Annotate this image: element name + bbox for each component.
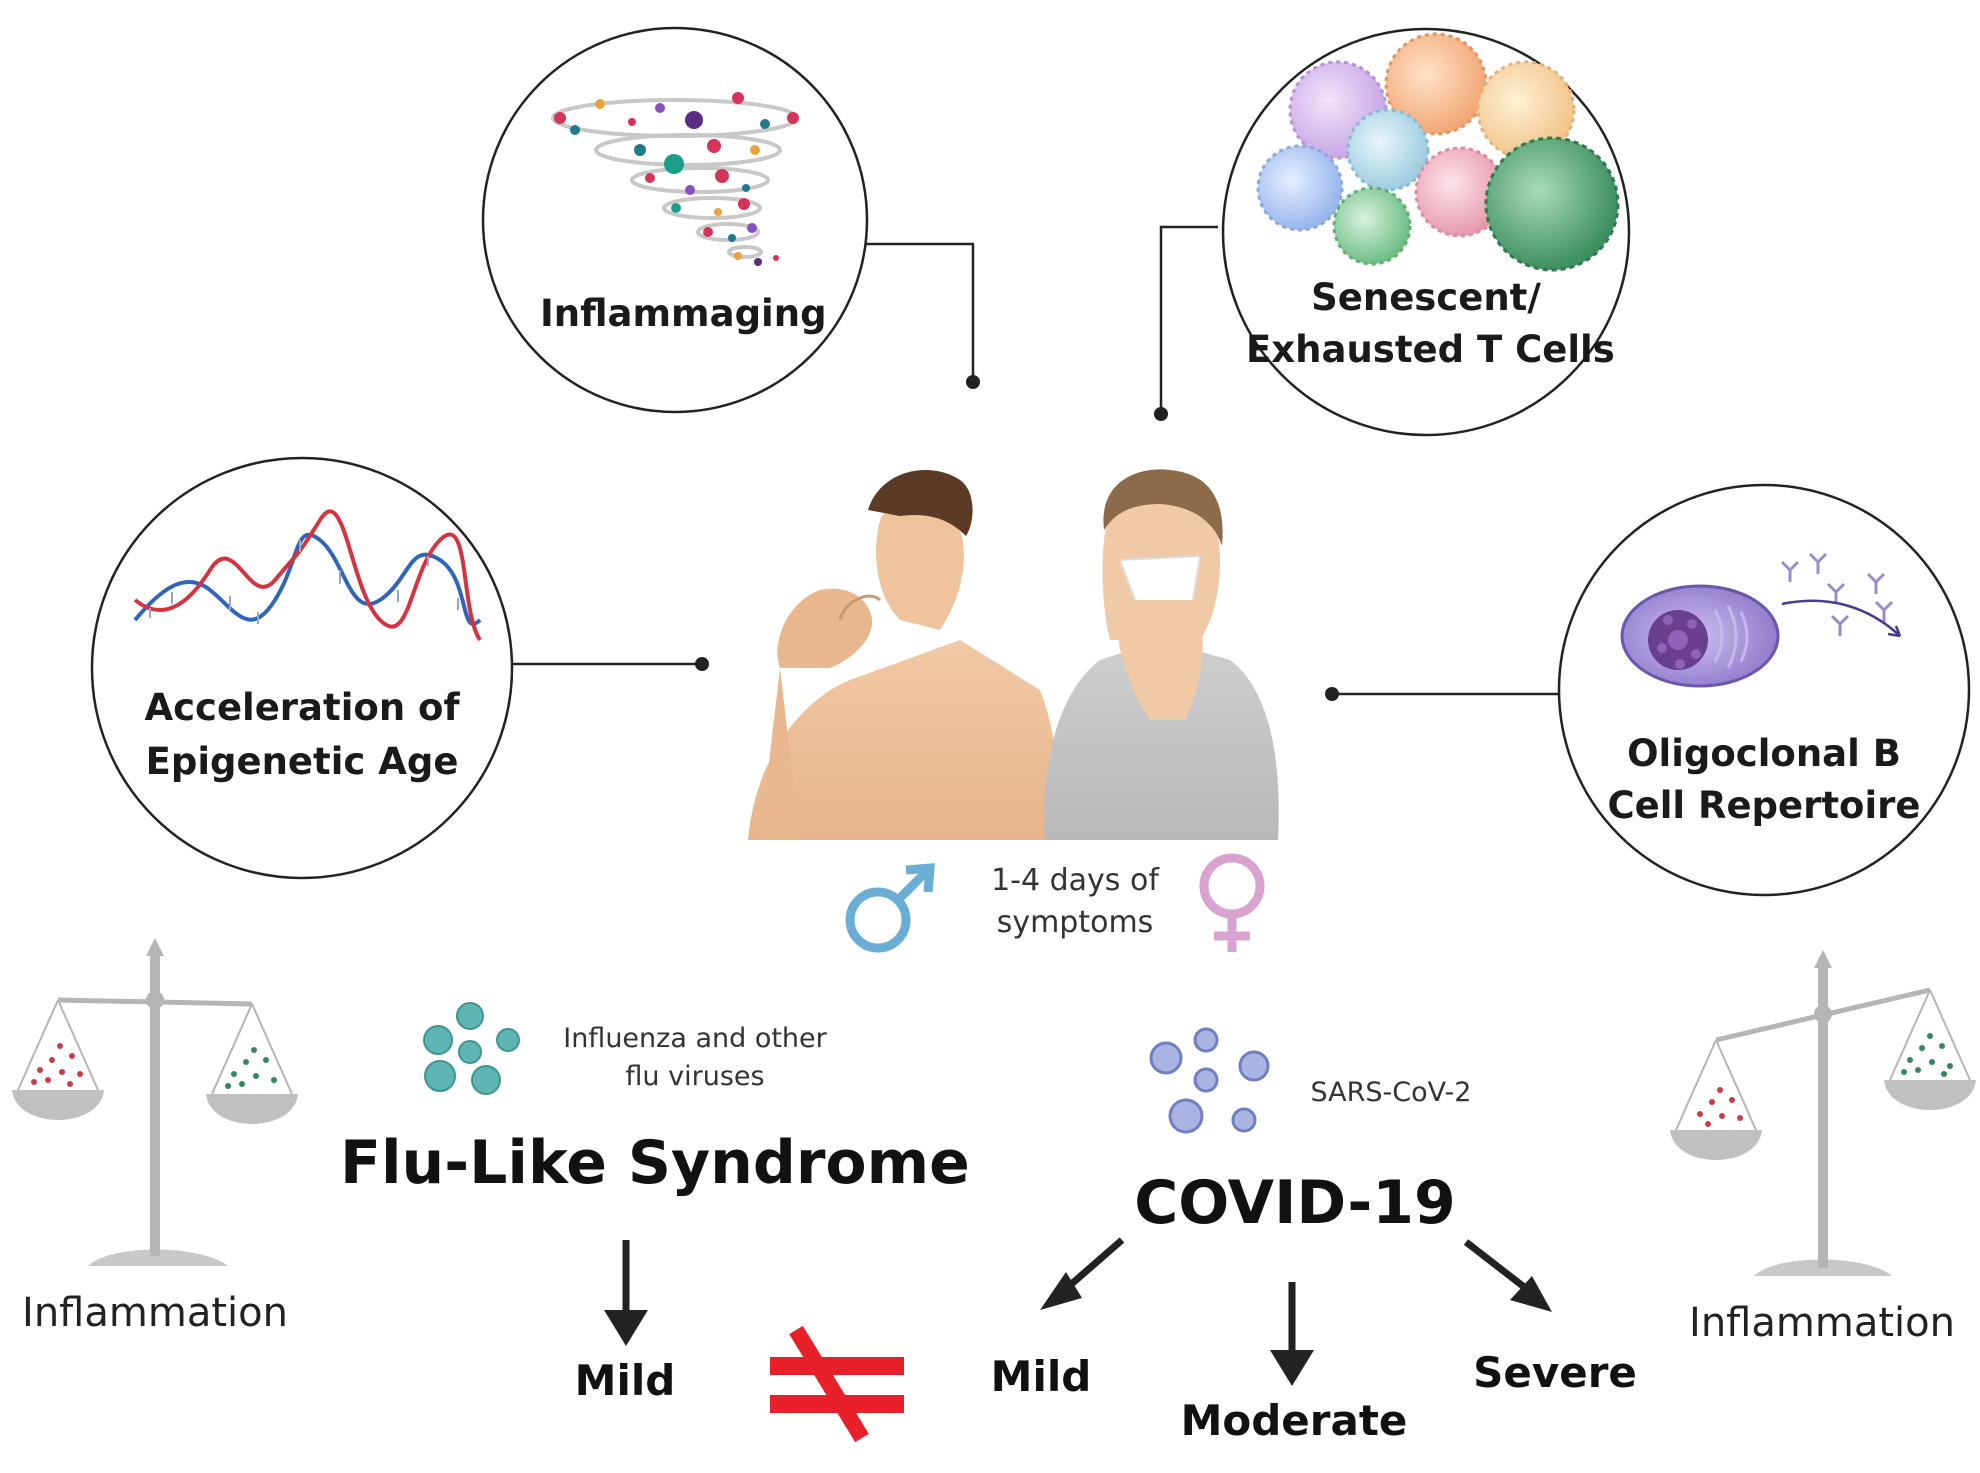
covid-outcome-mild: Mild <box>990 1352 1092 1401</box>
flu-arrow-down <box>604 1240 648 1346</box>
oligoclonal-label-line1: Oligoclonal B <box>1627 732 1901 775</box>
sneezing-woman-illustration <box>1044 469 1279 840</box>
not-equal-icon <box>770 1325 904 1443</box>
right-inflammation-label: Inflammation <box>1689 1300 1955 1346</box>
epigenetic-label-line2: Epigenetic Age <box>145 740 459 783</box>
sars-cov-2-label: SARS-CoV-2 <box>1310 1077 1472 1108</box>
covid-arrow-mild <box>1040 1237 1125 1310</box>
dna-icon <box>133 509 482 642</box>
oligoclonal-label-line2: Cell Repertoire <box>1607 784 1921 827</box>
connector-dot-oligoclonal <box>1325 687 1339 701</box>
covid-arrow-severe <box>1463 1239 1552 1312</box>
oligoclonal-circle <box>1557 483 1971 897</box>
female-symbol-icon <box>1199 853 1265 952</box>
plasma-cell-icon <box>1620 584 1780 688</box>
covid-arrow-moderate <box>1270 1282 1314 1386</box>
male-symbol-icon <box>845 863 935 953</box>
covid-19-title: COVID-19 <box>1134 1168 1456 1238</box>
connector-dot-senescent <box>1154 407 1168 421</box>
left-balance-scale-icon <box>12 938 298 1266</box>
left-inflammation-label: Inflammation <box>22 1290 288 1336</box>
senescent-label-line1: Senescent/ <box>1311 276 1541 319</box>
sars-cov-2-icon <box>1149 1027 1270 1134</box>
flu-virus-label-line2: flu viruses <box>625 1061 765 1092</box>
coughing-man-illustration <box>748 470 1057 840</box>
connector-senescent <box>1159 225 1218 414</box>
flu-syndrome-title: Flu-Like Syndrome <box>340 1128 970 1198</box>
covid-outcome-severe: Severe <box>1473 1348 1637 1397</box>
right-balance-scale-icon <box>1670 950 1976 1276</box>
flu-outcome-mild: Mild <box>574 1356 676 1405</box>
symptoms-label-line2: symptoms <box>996 905 1154 940</box>
connector-dot-inflammaging <box>966 375 980 389</box>
epigenetic-label-line1: Acceleration of <box>144 686 460 729</box>
antibodies-icon <box>1780 552 1902 638</box>
connector-dot-epigenetic <box>695 657 709 671</box>
flu-virus-label-line1: Influenza and other <box>563 1023 827 1054</box>
inflammaging-label: Inflammaging <box>540 292 827 335</box>
epigenetic-circle <box>90 456 514 880</box>
flu-virus-icon <box>423 1002 520 1095</box>
symptoms-label-line1: 1-4 days of <box>991 863 1159 898</box>
covid-outcome-moderate: Moderate <box>1180 1396 1408 1445</box>
t-cells-icon <box>1256 32 1620 272</box>
inflammaging-circle <box>481 26 869 414</box>
tornado-icon <box>551 92 799 266</box>
senescent-label-line2: Exhausted T Cells <box>1246 328 1615 371</box>
